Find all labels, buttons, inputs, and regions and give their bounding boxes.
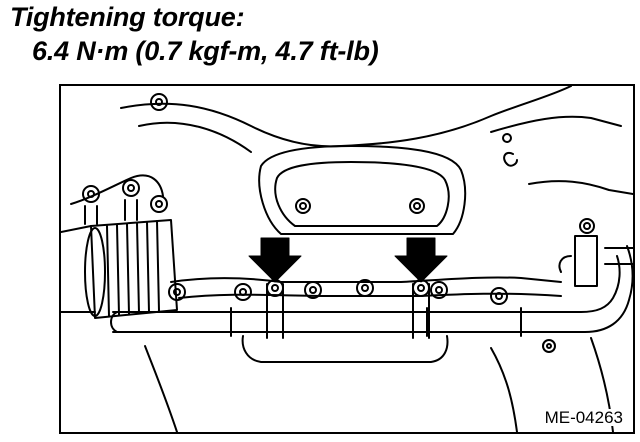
oval-bolt-left [295,198,311,214]
top-left-bolt [150,93,168,111]
right-pipe-fitting [542,218,633,353]
center-oval-plate [258,145,467,235]
torque-spec: 6.4 N·m (0.7 kgf-m, 4.7 ft-lb) [32,36,379,66]
torque-heading: Tightening torque: 6.4 N·m (0.7 kgf-m, 4… [10,4,379,65]
oval-bolt-right [409,198,425,214]
pan-flange-upper [170,276,562,283]
engine-right-contour [528,180,633,195]
crank-pulley [84,219,178,319]
engine-upper-contour [138,115,622,153]
pipe-clamp-left [266,279,284,339]
left-bolt-cluster [82,179,168,225]
right-small-bolt [502,133,512,143]
engine-line-drawing [61,86,633,432]
engine-left-contour [70,174,164,205]
arrow-right [394,237,448,283]
flange-bolt-row [168,279,508,305]
oil-pipe [110,245,633,337]
engine-diagram-frame: ME-04263 [59,84,635,434]
lower-right-contour [490,347,518,432]
lower-left-contour [144,345,178,432]
right-c-mark [503,152,518,167]
pan-flange-edge [61,225,96,313]
torque-title: Tightening torque: [10,2,245,32]
arrow-left [248,237,302,283]
figure-id-label: ME-04263 [542,408,625,427]
oil-pan-body [241,335,449,363]
